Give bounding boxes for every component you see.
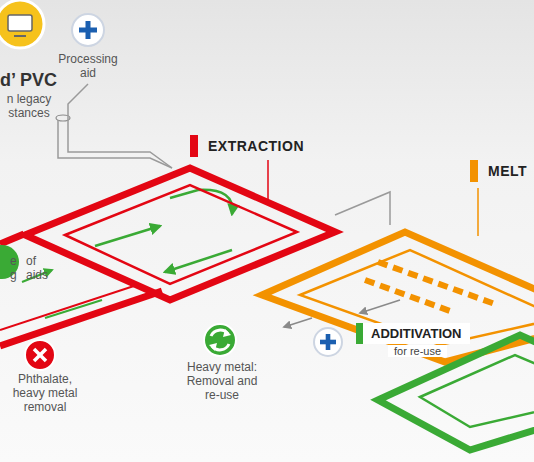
process-line: [335, 192, 390, 225]
removal-icon: [25, 340, 55, 370]
process-line: [58, 120, 172, 168]
recycle-head: [209, 343, 217, 351]
platform-edge: [0, 291, 162, 346]
cross-stroke: [34, 349, 46, 361]
melt-dashes: [378, 262, 495, 304]
platform-edge: [0, 284, 140, 330]
input-additive: Processing aid: [58, 12, 118, 84]
leader-line: [477, 188, 479, 236]
platform-edge: [65, 185, 297, 284]
icon-detail: [14, 35, 26, 37]
cross-stroke: [34, 349, 46, 361]
input-material: d’ PVCn legacy stances: [0, 0, 64, 120]
material-icon: [0, 0, 44, 48]
recycle-icon: [204, 324, 236, 356]
flow-arrow: [360, 300, 400, 313]
process-line: [68, 84, 172, 168]
node-heading: EXTRACTION: [190, 135, 304, 157]
return-arrow: [170, 190, 232, 214]
platform-edge: [300, 250, 534, 345]
plus-icon: [72, 14, 104, 46]
platform-edge: [378, 335, 534, 450]
platform-edge: [262, 232, 534, 362]
flow-arrow: [284, 318, 312, 327]
melt-dashes: [365, 280, 450, 311]
leader-line: [267, 160, 269, 200]
node-heading: Processing aid: [58, 52, 118, 80]
node-heading: d’ PVC: [0, 70, 57, 91]
recycle-head: [223, 329, 231, 337]
icon-detail: [8, 15, 32, 31]
annotation: Heavy metal: Removal and re-use: [183, 360, 261, 402]
node-text: for re-use: [388, 345, 447, 357]
annotation: Phthalate, heavy metal removal: [9, 372, 81, 414]
plus-bar: [79, 28, 97, 33]
annotation: e of g aids: [10, 254, 50, 282]
flow-arrow: [95, 226, 160, 246]
pipe-mouth: [56, 115, 70, 121]
plus-bar: [320, 340, 336, 345]
flow-line: [45, 300, 102, 318]
node-text: n legacy stances: [4, 92, 54, 120]
node-heading: MELT: [470, 160, 527, 182]
node-heading: ADDITIVATION: [356, 323, 470, 344]
process-platform: ADDITIVATIONfor re-use: [378, 335, 534, 450]
platform-edge: [420, 355, 534, 427]
flow-arrow: [165, 250, 232, 272]
plus-icon: [314, 328, 342, 356]
